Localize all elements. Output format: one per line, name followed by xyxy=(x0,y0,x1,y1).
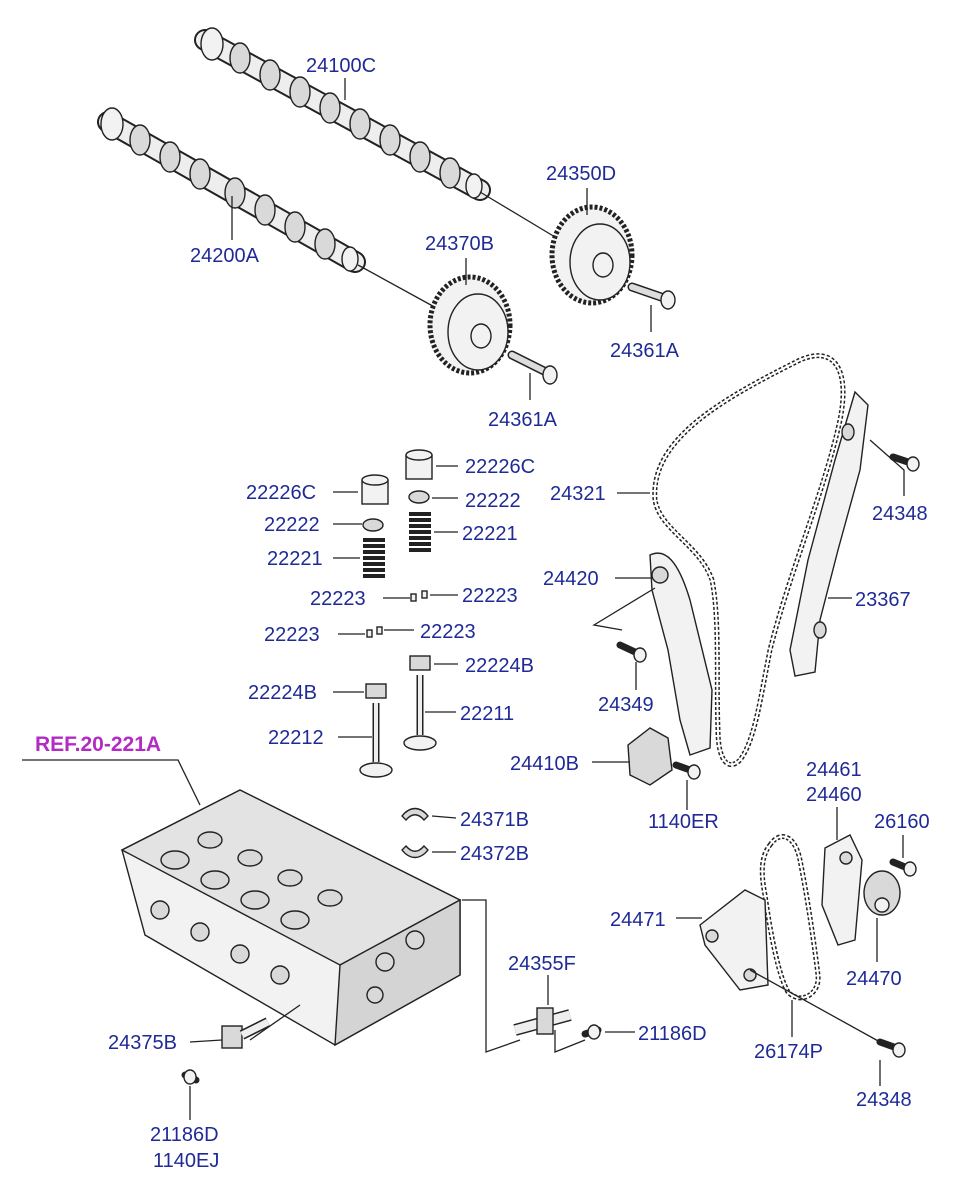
label-24372B: 24372B xyxy=(460,843,529,865)
label-22223-a: 22223 xyxy=(310,588,366,610)
cam-sprocket-24350D xyxy=(549,204,635,306)
leader-lines xyxy=(22,78,905,1120)
bolt-24348-lower xyxy=(876,1038,906,1058)
bolt-1140ER xyxy=(672,761,701,780)
bolt-24349 xyxy=(616,641,647,663)
label-23367: 23367 xyxy=(855,589,911,611)
label-24361A-lower: 24361A xyxy=(488,409,558,431)
label-22221-left: 22221 xyxy=(267,548,323,570)
label-1140ER: 1140ER xyxy=(648,811,719,833)
label-22223-c: 22223 xyxy=(264,624,320,646)
chain-tensioner-arm-24420 xyxy=(649,552,713,756)
label-26160: 26160 xyxy=(874,811,930,833)
label-26174P: 26174P xyxy=(754,1041,823,1063)
label-22223-d: 22223 xyxy=(420,621,476,643)
label-24348-lower: 24348 xyxy=(856,1089,912,1111)
label-22224B-left: 22224B xyxy=(248,682,317,704)
bolt-24361A-upper xyxy=(627,282,676,310)
label-24420: 24420 xyxy=(543,568,599,590)
label-21186D-upper: 21186D xyxy=(638,1023,707,1045)
spring-22221-right xyxy=(409,512,431,552)
bolt-21186D-lower xyxy=(181,1069,200,1085)
label-24349: 24349 xyxy=(598,694,654,716)
label-24350D: 24350D xyxy=(546,163,616,185)
chain-guide-23367 xyxy=(789,390,869,677)
tensioner-24470 xyxy=(863,870,901,916)
label-22223-b: 22223 xyxy=(462,585,518,607)
cotters-22223 xyxy=(366,590,428,638)
spring-22221-left xyxy=(363,538,385,578)
label-24321: 24321 xyxy=(550,483,606,505)
tappet-22226C-right xyxy=(405,449,433,480)
shell-24371B xyxy=(401,807,429,822)
tensioner-arm-24460 xyxy=(821,834,863,946)
label-22211: 22211 xyxy=(460,703,514,725)
reference-label[interactable]: REF.20-221A xyxy=(35,733,161,756)
label-24371B: 24371B xyxy=(460,809,529,831)
label-24348-upper: 24348 xyxy=(872,503,928,525)
cylinder-head xyxy=(120,789,462,1047)
bolt-21186D-upper xyxy=(581,1024,602,1040)
cam-sprocket-24370B xyxy=(427,274,513,376)
label-24410B: 24410B xyxy=(510,753,579,775)
label-22226C-right: 22226C xyxy=(465,456,535,478)
retainer-22222-right xyxy=(408,490,430,504)
ocv-24355F xyxy=(513,1007,572,1036)
label-21186D-lower: 21186D xyxy=(150,1124,219,1146)
valve-22211 xyxy=(403,675,437,751)
bolt-24348-upper xyxy=(889,453,920,472)
tappet-22226C-left xyxy=(361,474,389,505)
valve-22212 xyxy=(359,703,393,778)
shell-24372B xyxy=(401,844,429,859)
bolt-26160 xyxy=(889,858,917,877)
label-24355F: 24355F xyxy=(508,953,576,975)
label-24370B: 24370B xyxy=(425,233,494,255)
label-1140EJ: 1140EJ xyxy=(153,1150,219,1172)
label-22212: 22212 xyxy=(268,727,324,749)
chain-guide-24471 xyxy=(699,889,769,991)
label-24460: 24460 xyxy=(806,784,862,806)
valve-seal-22224B-right xyxy=(409,655,431,671)
bolt-24361A-lower xyxy=(507,350,558,385)
label-24470: 24470 xyxy=(846,968,902,990)
label-22224B-right: 22224B xyxy=(465,655,534,677)
oil-pump-chain-26174P xyxy=(759,834,821,1001)
timing-chain-24321 xyxy=(652,353,846,768)
label-24471: 24471 xyxy=(610,909,666,931)
camshaft-intake xyxy=(97,107,366,273)
label-24100C: 24100C xyxy=(306,55,376,77)
label-24200A: 24200A xyxy=(190,245,260,267)
label-22222-right: 22222 xyxy=(465,490,521,512)
label-22222-left: 22222 xyxy=(264,514,320,536)
camshaft-exhaust xyxy=(194,27,491,201)
label-24375B: 24375B xyxy=(108,1032,177,1054)
label-22221-right: 22221 xyxy=(462,523,518,545)
ocv-24375B xyxy=(221,1017,271,1049)
label-24361A-upper: 24361A xyxy=(610,340,680,362)
label-24461: 24461 xyxy=(806,759,862,781)
valve-seal-22224B-left xyxy=(365,683,387,699)
label-22226C-left: 22226C xyxy=(246,482,316,504)
chain-tensioner-24410B xyxy=(627,727,673,786)
retainer-22222-left xyxy=(362,518,384,532)
